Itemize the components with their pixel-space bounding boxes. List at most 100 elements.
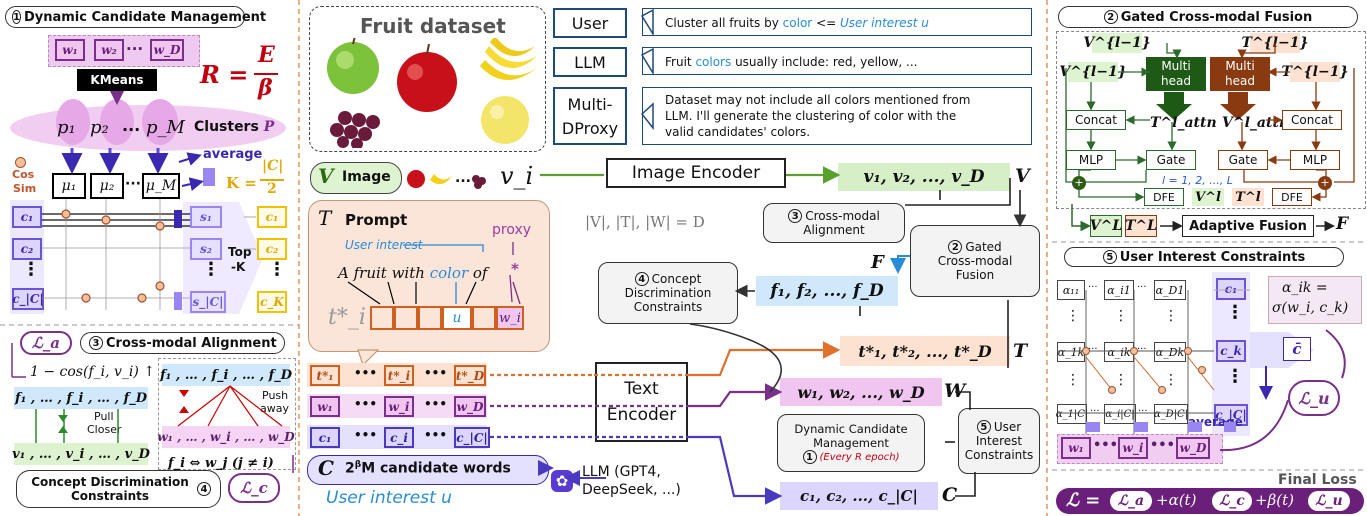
ck-right: c_k [1216, 340, 1246, 362]
mdp-line-2: LLM. I'll generate the clustering of col… [665, 109, 957, 123]
token-cell [370, 306, 394, 330]
push-w-row: w₁ , … , w_i , … , w_D [157, 426, 295, 448]
bananas-image [480, 38, 537, 81]
alpha-dots: ··· [1088, 282, 1098, 293]
mu2-box: μ₂ [90, 173, 124, 199]
clusters-symbol: P [263, 119, 275, 135]
alpha-def-box [1268, 276, 1362, 324]
fw-relation: f_i ⇔ w_j (j ≠ i) [168, 456, 274, 471]
prompt-sentence: A fruit with color of [338, 264, 488, 282]
alpha-DC: α_D|C| [1154, 404, 1188, 424]
image-dots: ... [455, 170, 471, 186]
C-symbol: C [318, 456, 334, 480]
multi1-text: Multi [1161, 59, 1191, 73]
cC-mid-cell: c_|C| [454, 427, 490, 448]
w1-right: w₁ [1061, 437, 1091, 459]
token-cell [472, 306, 496, 330]
s1-cell: s₁ [190, 206, 222, 228]
sentence-color: color [429, 264, 469, 282]
average-bar [203, 168, 215, 186]
pull-label: Pull [94, 410, 114, 423]
uic-panel-title: 5 User Interest Constraints [1064, 247, 1344, 267]
token-cell [418, 306, 442, 330]
lc-badge: ℒ_c [228, 473, 280, 503]
w-dots: ••• [354, 397, 378, 411]
yellow-apple-image [481, 96, 529, 144]
formula-R-bar [254, 73, 278, 75]
alpha-vdots: ⋮ [1114, 372, 1128, 388]
p2-bubble [100, 99, 134, 145]
fruit-images [327, 38, 537, 148]
sentence-of: of [472, 264, 488, 282]
wD-right: w_D [1176, 437, 1210, 459]
push-f-row: f₁ , … , f_i , … , f_D [160, 364, 292, 386]
alpha-eq-1: α_ik = [1282, 280, 1328, 296]
gate-1: Gate [1146, 150, 1196, 170]
loss-plus-alpha: +α(t) [1156, 491, 1197, 509]
V-l: V^l [1192, 188, 1224, 206]
cdc-panel-title: Concept Discrimination Constraints 4 [16, 470, 221, 508]
dcm-connectors [42, 91, 256, 310]
step-number: 1 [802, 450, 817, 464]
step-number: 2 [1103, 10, 1118, 24]
c-right-vdots: ⋮ [1226, 302, 1244, 323]
size-equation: |V|, |T|, |W| = D [585, 213, 705, 231]
step-number: 4 [197, 482, 211, 496]
V-L: V^L [1090, 215, 1122, 237]
c-vdots: ⋮ [22, 259, 40, 280]
T-l: T^l [1232, 188, 1264, 206]
mdp-line-3: valid candidates' colors. [665, 125, 811, 139]
attn-arrows [1156, 92, 1256, 120]
c-output-box: c₁, c₂, ..., c_|C| [780, 482, 938, 510]
kmeans-box: KMeans [77, 69, 157, 91]
step-number: 1 [12, 10, 21, 24]
llm-text-b: usually include: red, yellow, ... [735, 55, 918, 69]
loss-L: ℒ = [1066, 490, 1101, 511]
layers-label: l = 1, 2, ..., L [1162, 174, 1233, 187]
image-encoder-box[interactable]: Image Encoder [606, 158, 786, 188]
multihead-2: Multi head [1210, 57, 1270, 91]
t-output-box: t*₁, t*₂, ..., t*_D [840, 336, 1010, 366]
text-encoder-line-1: Text [624, 379, 659, 399]
w-output-box: w₁, w₂, ..., w_D [780, 378, 942, 406]
w-right-dots: ••• [1150, 438, 1175, 453]
alpha-dots: ··· [1088, 344, 1098, 355]
alpha-i1: α_i1 [1104, 280, 1134, 300]
c1-mid-cell: c₁ [310, 427, 340, 448]
K-eq: K = [226, 174, 257, 192]
cC-right: c_|C| [1214, 404, 1248, 426]
dproxy-text: DProxy [561, 119, 619, 138]
step-number: 4 [634, 272, 649, 286]
W-output-symbol: W [944, 380, 966, 402]
K-den: 2 [267, 181, 277, 197]
cand-rest: M candidate words [361, 460, 511, 477]
w-right-dots: ••• [1093, 438, 1118, 453]
text-encoder-box[interactable]: Text Encoder [595, 362, 688, 442]
formula-R: R = [200, 60, 249, 89]
loss-La: ℒ_a [1110, 491, 1152, 511]
loss-Lc: ℒ_c [1212, 491, 1252, 511]
plus-node-2: + [1318, 176, 1332, 190]
loss-plus-beta: +β(t) [1255, 491, 1294, 509]
vi-label: v_i [500, 162, 534, 190]
gcf-title-text: Gated Cross-modal Fusion [1120, 9, 1313, 25]
mu-dots: ··· [125, 176, 141, 192]
p1-label: p₁ [57, 117, 76, 138]
V-symbol: V [318, 164, 334, 188]
alpha-11: α₁₁ [1057, 280, 1085, 300]
T-L: T^L [1125, 215, 1157, 237]
gcf-connectors [1065, 43, 1355, 232]
T-attn: T^l_attn [1150, 115, 1217, 131]
w2-cell: w₂ [94, 39, 124, 61]
gate-2: Gate [1218, 150, 1268, 170]
V-prev-top: V^{l−1} [1083, 33, 1151, 53]
w-dots-2: ••• [424, 397, 448, 411]
alpha-1C: α_1|C| [1056, 404, 1088, 424]
step-number: 3 [788, 209, 803, 223]
uic-text-1: User [993, 420, 1022, 434]
llm-role-box: LLM [553, 47, 627, 77]
llm-name-2: DeepSeek, ...) [582, 482, 681, 498]
fruit-dataset-title: Fruit dataset [360, 14, 506, 38]
